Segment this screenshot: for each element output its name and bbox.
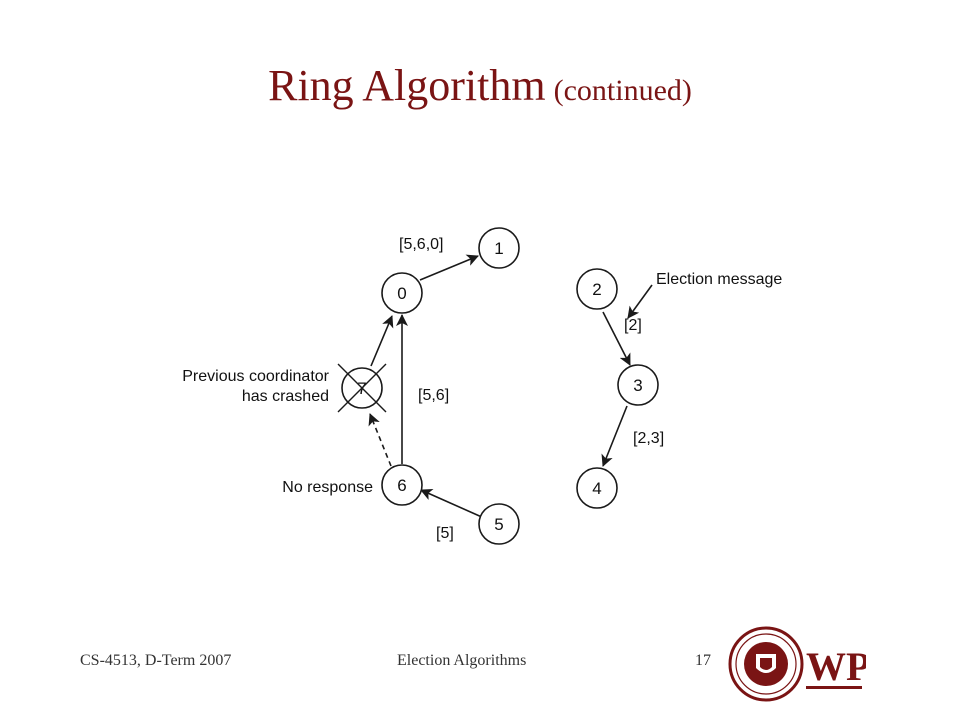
edge-label-5-6: [5] [436, 525, 454, 542]
edge-label-0-1: [5,6,0] [399, 236, 443, 253]
title-subtitle: (continued) [553, 74, 692, 107]
wpi-logo: WPI [728, 626, 866, 702]
edge-0-1 [419, 254, 479, 281]
crash-cross-2 [337, 363, 387, 413]
edge-7-0 [370, 315, 394, 367]
node-6: 6 [381, 464, 423, 506]
annotation-election-message: Election message [656, 271, 782, 288]
edge-label-6-0: [5,6] [418, 387, 449, 404]
footer-course: CS-4513, D-Term 2007 [80, 652, 232, 669]
node-label-4: 4 [592, 479, 601, 498]
node-7-crashed: 7 [337, 363, 387, 413]
wpi-seal-icon [728, 626, 804, 702]
edge-label-2-3: [2] [624, 317, 642, 334]
slide-title: Ring Algorithm(continued) [0, 58, 960, 119]
annotation-crashed-line1: Previous coordinator [182, 368, 329, 385]
node-label-3: 3 [633, 376, 642, 395]
node-5: 5 [478, 503, 520, 545]
edge-3-4 [601, 405, 628, 467]
wpi-logo-underline [806, 686, 862, 689]
edge-6-7 [368, 413, 392, 467]
annotation-crashed-line2: has crashed [242, 388, 329, 405]
node-4: 4 [576, 467, 618, 509]
node-label-6: 6 [397, 476, 406, 495]
edge-2-3 [602, 311, 631, 366]
node-label-0: 0 [397, 284, 406, 303]
node-2: 2 [576, 268, 618, 310]
node-0: 0 [381, 272, 423, 314]
edge-label-3-4: [2,3] [633, 430, 664, 447]
title-main: Ring Algorithm [268, 61, 546, 110]
annotation-no-response: No response [282, 479, 373, 496]
footer-topic: Election Algorithms [397, 652, 527, 669]
footer-page-number: 17 [695, 652, 711, 669]
node-1: 1 [478, 227, 520, 269]
node-label-1: 1 [494, 239, 503, 258]
node-3: 3 [617, 364, 659, 406]
edge-5-6 [420, 488, 485, 519]
wpi-logo-text: WPI [806, 644, 866, 689]
node-label-5: 5 [494, 515, 503, 534]
node-label-2: 2 [592, 280, 601, 299]
election-message-pointer [627, 284, 653, 319]
